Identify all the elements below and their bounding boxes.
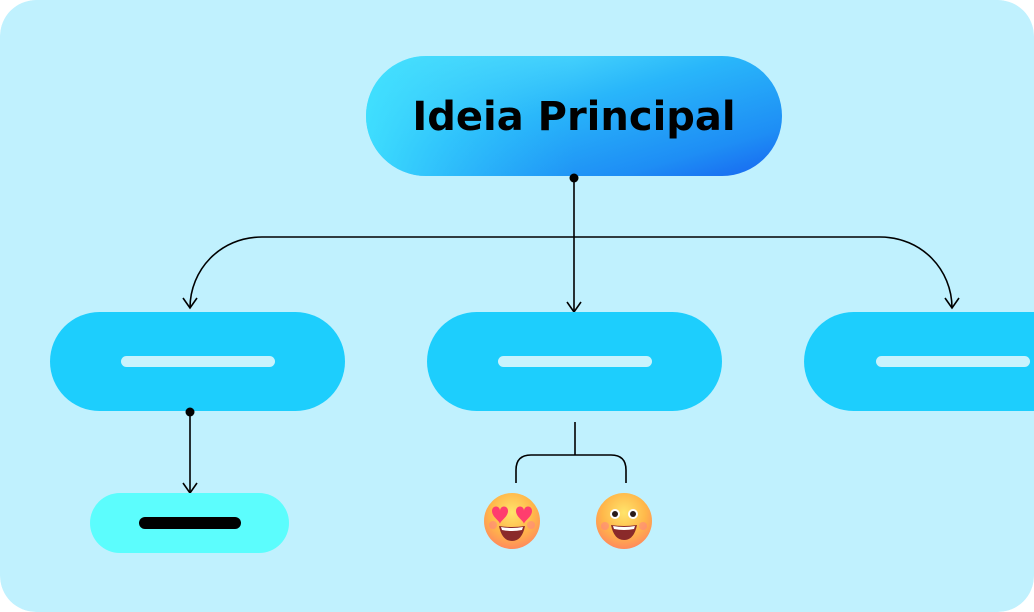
child-node-center-placeholder [498, 356, 652, 367]
main-node[interactable]: Ideia Principal [366, 56, 782, 176]
child-node-left[interactable] [50, 312, 345, 411]
leaf-node[interactable] [90, 493, 289, 553]
main-node-highlight [366, 56, 782, 176]
child-node-right[interactable] [804, 312, 1034, 411]
heart-eyes-emoji-icon [484, 493, 540, 549]
main-connectors [182, 173, 960, 314]
child-node-center[interactable] [427, 312, 722, 411]
arrow-right [944, 297, 960, 310]
bracket-arms [515, 454, 627, 483]
arrow-left [182, 297, 198, 310]
leaf-node-placeholder [139, 517, 241, 529]
connector-branch [189, 236, 953, 309]
child-node-left-placeholder [121, 356, 275, 367]
left-leaf-connector [182, 407, 198, 495]
child-node-right-placeholder [876, 356, 1030, 367]
main-node-label: Ideia Principal [412, 94, 735, 140]
grinning-emoji-icon [596, 493, 652, 549]
center-bracket-connector [515, 422, 627, 483]
